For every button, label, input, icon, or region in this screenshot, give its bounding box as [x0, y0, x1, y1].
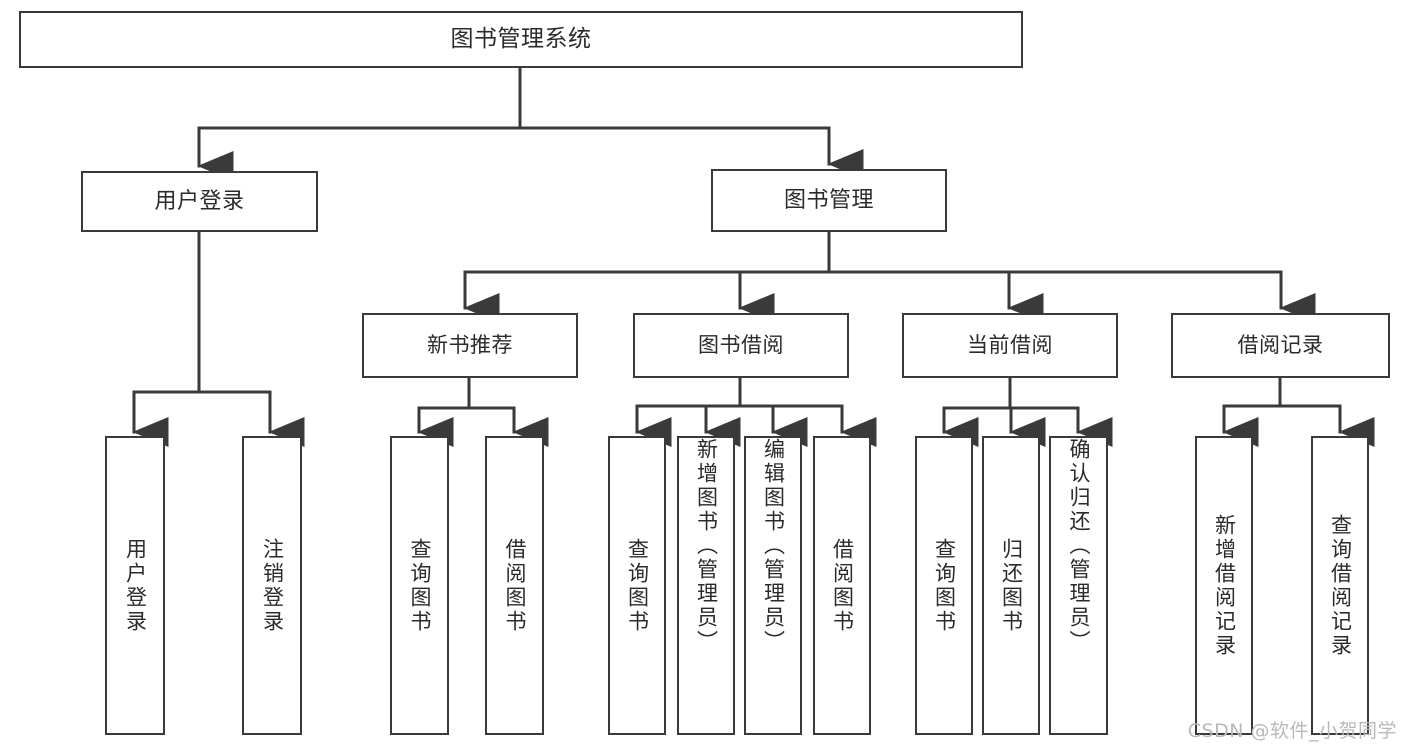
node-book-borrow[interactable]: 图书借阅	[633, 313, 849, 378]
node-leaf-return-book[interactable]: 归还图书	[982, 436, 1040, 735]
node-leaf-add-record-label: 新增借阅记录	[1212, 513, 1237, 658]
node-leaf-borrow-book-2[interactable]: 借阅图书	[813, 436, 871, 735]
node-leaf-query-book-1-label: 查询图书	[408, 537, 432, 634]
node-user-login[interactable]: 用户登录	[81, 171, 318, 232]
node-leaf-query-book-3[interactable]: 查询图书	[915, 436, 973, 735]
node-leaf-add-book-label: 新增图书（管理员）	[694, 438, 719, 654]
node-book-borrow-label: 图书借阅	[698, 333, 784, 358]
node-root-label: 图书管理系统	[450, 25, 592, 52]
node-leaf-query-book-1[interactable]: 查询图书	[390, 436, 449, 735]
node-leaf-user-login-label: 用户登录	[123, 537, 148, 634]
node-current-borrow[interactable]: 当前借阅	[902, 313, 1118, 378]
node-current-borrow-label: 当前借阅	[967, 333, 1053, 358]
node-leaf-query-book-3-label: 查询图书	[932, 537, 957, 634]
node-borrow-record-label: 借阅记录	[1237, 333, 1324, 358]
node-book-management[interactable]: 图书管理	[711, 169, 947, 232]
node-leaf-query-book-2[interactable]: 查询图书	[608, 436, 666, 735]
node-leaf-logout-login-label: 注销登录	[260, 537, 285, 634]
node-user-login-label: 用户登录	[154, 188, 245, 214]
node-leaf-borrow-book-1[interactable]: 借阅图书	[485, 436, 544, 735]
node-root[interactable]: 图书管理系统	[19, 11, 1023, 68]
node-leaf-confirm-return[interactable]: 确认归还（管理员）	[1049, 436, 1108, 735]
node-leaf-add-book[interactable]: 新增图书（管理员）	[677, 436, 735, 735]
node-book-management-label: 图书管理	[783, 187, 874, 213]
node-leaf-confirm-return-label: 确认归还（管理员）	[1067, 438, 1091, 654]
node-leaf-logout-login[interactable]: 注销登录	[242, 436, 302, 735]
node-leaf-query-record-label: 查询借阅记录	[1328, 513, 1353, 658]
node-leaf-edit-book-label: 编辑图书（管理员）	[761, 438, 786, 654]
node-borrow-record[interactable]: 借阅记录	[1171, 313, 1390, 378]
node-new-book-recommend[interactable]: 新书推荐	[362, 313, 578, 378]
node-leaf-return-book-label: 归还图书	[999, 537, 1024, 634]
node-new-book-recommend-label: 新书推荐	[427, 333, 513, 358]
node-leaf-query-book-2-label: 查询图书	[625, 537, 650, 634]
node-leaf-edit-book[interactable]: 编辑图书（管理员）	[744, 436, 802, 735]
node-leaf-query-record[interactable]: 查询借阅记录	[1311, 436, 1369, 735]
node-leaf-add-record[interactable]: 新增借阅记录	[1195, 436, 1253, 735]
node-leaf-borrow-book-1-label: 借阅图书	[503, 537, 527, 634]
node-leaf-borrow-book-2-label: 借阅图书	[830, 537, 855, 634]
node-leaf-user-login[interactable]: 用户登录	[105, 436, 165, 735]
